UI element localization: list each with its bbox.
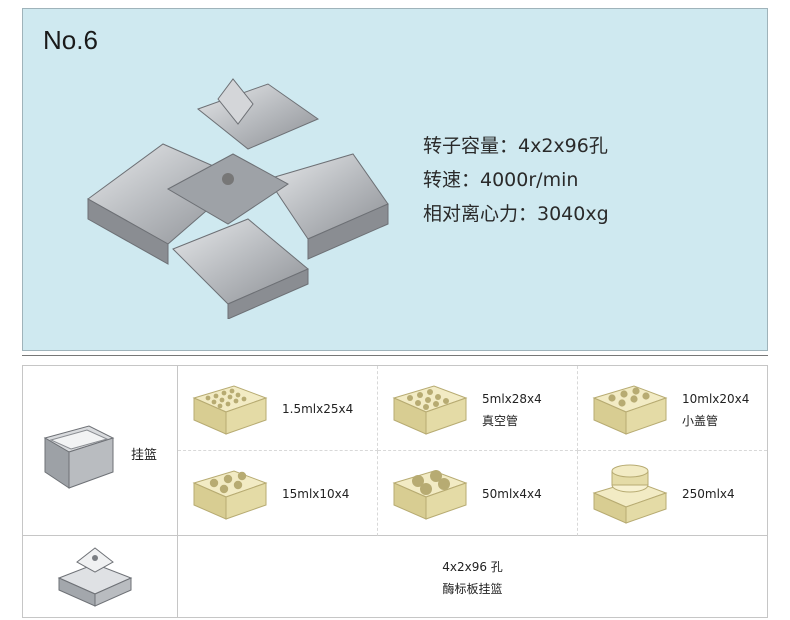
accessory-label: 250mlx4 — [682, 487, 735, 501]
accessory-label: 10mlx20x4 — [682, 392, 750, 406]
microplate-text-cell: 4x2x96 孔 酶标板挂篮 — [178, 536, 767, 617]
rotor-panel: No.6 转子容量：4x2x96孔 转速：4000r/min 相对离心力：304… — [22, 8, 768, 351]
adapter-50ml-image — [392, 470, 468, 520]
rcf-spec: 相对离心力：3040xg — [423, 203, 609, 225]
accessory-label: 1.5mlx25x4 — [282, 402, 354, 416]
accessory-cell: 1.5mlx25x4 — [178, 366, 378, 451]
basket-label: 挂篮 — [131, 448, 158, 463]
microplate-capacity: 4x2x96 孔 — [442, 560, 503, 574]
adapter-15ml-image — [192, 470, 268, 520]
adapter-250ml-image — [592, 464, 668, 524]
accessory-cell: 250mlx4 — [578, 451, 767, 536]
accessory-sublabel: 小盖管 — [682, 414, 719, 428]
accessory-sublabel: 真空管 — [482, 414, 519, 428]
capacity-spec: 转子容量：4x2x96孔 — [423, 135, 608, 157]
accessory-label: 50mlx4x4 — [482, 487, 542, 501]
basket-image — [43, 425, 115, 489]
spec-list: 转子容量：4x2x96孔 转速：4000r/min 相对离心力：3040xg — [423, 129, 609, 231]
adapter-1-5ml-image — [192, 385, 268, 435]
section-divider — [22, 355, 768, 356]
adapter-10ml-image — [592, 385, 668, 435]
model-number: No.6 — [43, 25, 98, 55]
accessory-cell: 5mlx28x4 真空管 — [378, 366, 578, 451]
accessory-cell: 50mlx4x4 — [378, 451, 578, 536]
basket-cell: 挂篮 — [23, 366, 178, 536]
rotor-image — [87, 78, 389, 319]
accessory-label: 15mlx10x4 — [282, 487, 350, 501]
adapter-5ml-image — [392, 385, 468, 435]
speed-spec: 转速：4000r/min — [423, 169, 579, 191]
accessory-cell: 15mlx10x4 — [178, 451, 378, 536]
accessory-table: 挂篮 1.5mlx25x4 5mlx28x4 真空管 10mlx20x4 小盖管 — [22, 365, 768, 618]
accessory-cell: 10mlx20x4 小盖管 — [578, 366, 767, 451]
accessory-label: 5mlx28x4 — [482, 392, 542, 406]
microplate-carrier-image — [57, 547, 133, 607]
microplate-icon-cell — [23, 536, 178, 617]
microplate-name: 酶标板挂篮 — [442, 582, 503, 596]
